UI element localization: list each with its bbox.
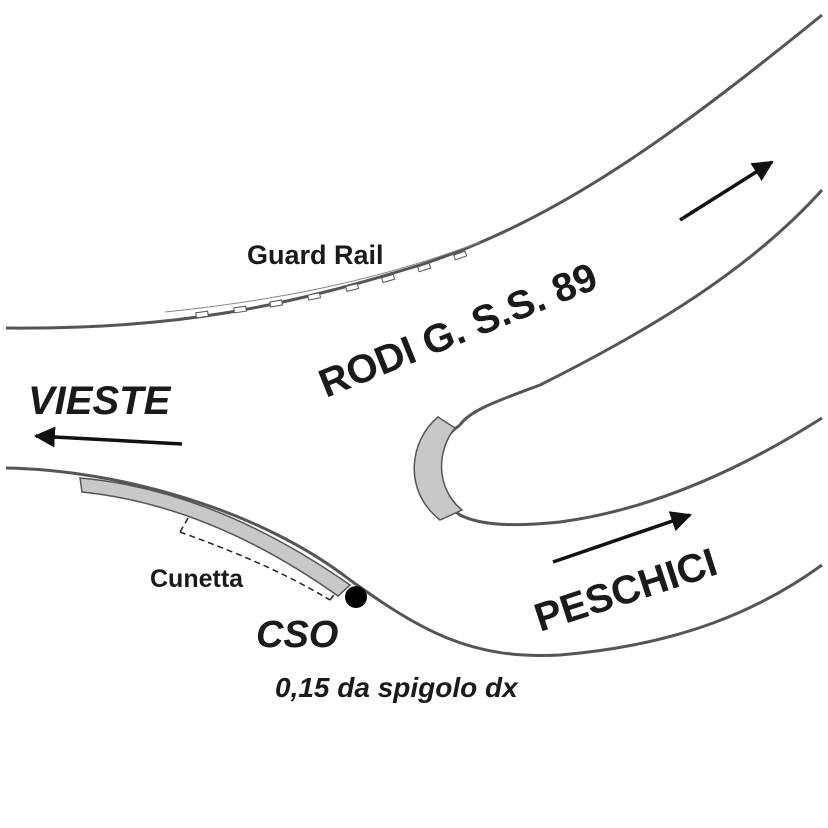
road-edge-island-tip bbox=[434, 416, 823, 527]
arrow-vieste bbox=[33, 426, 183, 448]
cunetta-dashed-outline bbox=[179, 517, 337, 601]
cunetta-strip bbox=[79, 477, 352, 597]
arrow-peschici bbox=[552, 511, 692, 564]
position-note-label: 0,15 da spigolo dx bbox=[275, 672, 519, 703]
island-curb bbox=[413, 416, 464, 521]
guard-rail bbox=[164, 241, 481, 319]
peschici-label: PESCHICI bbox=[529, 540, 722, 640]
road-edge-top bbox=[5, 13, 823, 330]
guard-rail-label: Guard Rail bbox=[247, 240, 384, 270]
road-edge-bottom bbox=[5, 466, 823, 658]
road-edge-upper-branch bbox=[458, 188, 824, 426]
cunetta-label: Cunetta bbox=[150, 565, 244, 593]
road-name-label: RODI G. S.S. 89 bbox=[313, 255, 604, 407]
cso-marker bbox=[345, 586, 367, 608]
vieste-label: VIESTE bbox=[28, 379, 172, 423]
arrow-ne bbox=[679, 160, 774, 222]
cso-label: CSO bbox=[256, 614, 338, 656]
